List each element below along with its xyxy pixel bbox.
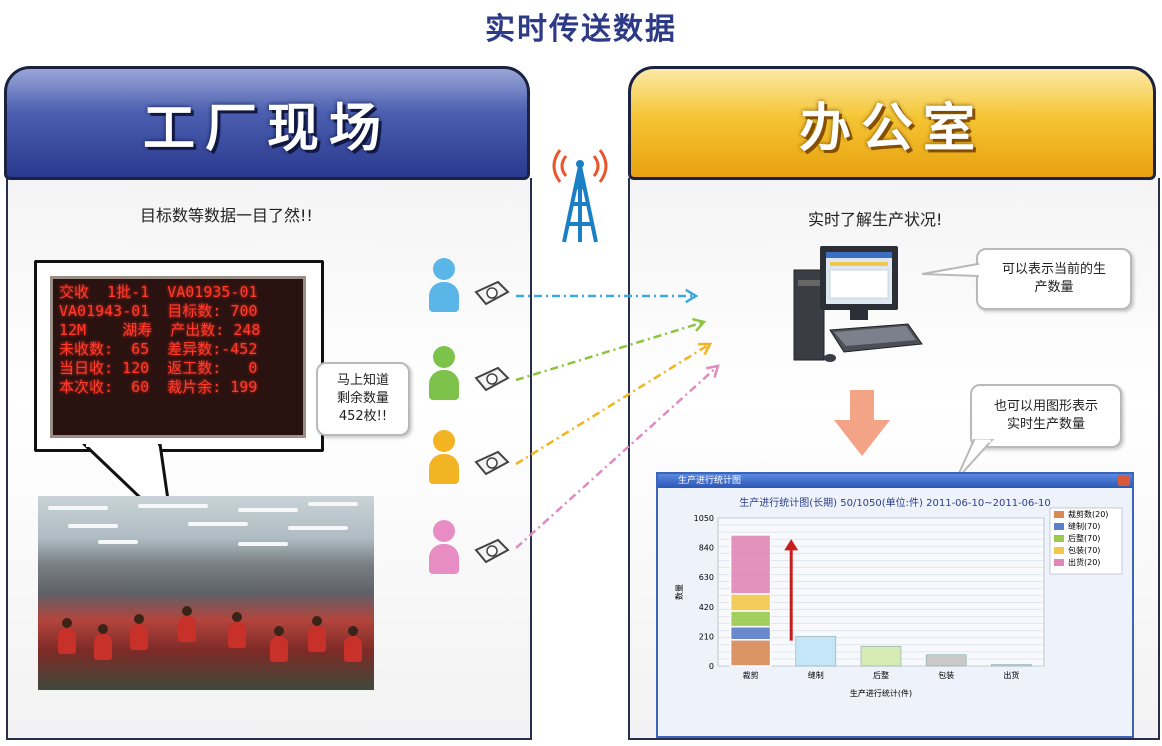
y-tick-label: 630 — [699, 573, 714, 582]
led-line: 本次收: 60 裁片余: 199 — [59, 378, 258, 396]
down-arrow-icon — [834, 390, 890, 456]
y-tick-label: 210 — [699, 632, 714, 641]
antenna-tower-icon — [552, 149, 608, 243]
x-axis-label: 生产进行统计(件) — [850, 688, 912, 698]
computer-icon — [793, 246, 923, 362]
office-caption: 实时了解生产状况! — [808, 210, 943, 229]
y-tick-label: 840 — [699, 544, 714, 553]
current-count-bubble: 可以表示当前的生 产数量 — [976, 248, 1132, 310]
legend-swatch — [1054, 511, 1064, 518]
led-line: VA01943-01 目标数: 700 — [59, 302, 258, 320]
bar — [925, 654, 967, 667]
bar-segment — [729, 593, 772, 612]
bar — [860, 645, 902, 667]
worker-icon-blue — [422, 258, 512, 318]
bubble-tail — [955, 439, 995, 481]
legend-label: 裁剪数(20) — [1068, 509, 1108, 519]
bar-segment — [729, 610, 772, 628]
bar-segment — [729, 534, 772, 595]
y-tick-label: 420 — [699, 603, 714, 612]
worker-icon-pink — [422, 520, 512, 580]
scanner-icon — [474, 366, 510, 392]
led-line: 当日收: 120 返工数: 0 — [59, 359, 258, 377]
arrow-head-icon — [705, 364, 720, 378]
legend-swatch — [1054, 535, 1064, 542]
legend-label: 缝制(70) — [1068, 521, 1100, 531]
arrow-head-icon — [784, 539, 799, 551]
bar-segment — [729, 625, 772, 641]
led-display-board: 交收 1批-1 VA01935-01 VA01943-01 目标数: 700 1… — [50, 276, 306, 438]
y-tick-label: 1050 — [694, 514, 714, 523]
plot-area — [717, 517, 1045, 667]
factory-caption: 目标数等数据一目了然!! — [140, 206, 313, 225]
x-tick-label: 出货 — [1003, 670, 1019, 680]
legend-label: 后整(70) — [1068, 533, 1100, 543]
office-header: 办公室 — [628, 66, 1156, 180]
y-axis-label: 数量 — [674, 584, 684, 600]
legend-label: 包装(70) — [1068, 545, 1100, 555]
x-tick-label: 后整 — [873, 670, 889, 680]
bar — [795, 636, 837, 667]
bubble-tail — [921, 262, 980, 278]
led-line: 交收 1批-1 VA01935-01 — [59, 283, 258, 301]
legend-swatch — [1054, 559, 1064, 566]
data-flow-arrow — [515, 320, 705, 382]
x-tick-label: 裁剪 — [743, 670, 759, 680]
led-line: 12M 湖寿 产出数: 248 — [59, 321, 261, 339]
bar-segment — [729, 639, 772, 667]
worker-icon-yellow — [422, 430, 512, 490]
factory-floor-photo — [38, 496, 374, 690]
legend-swatch — [1054, 547, 1064, 554]
legend-label: 出货(20) — [1068, 557, 1100, 567]
arrow-head-icon — [697, 342, 713, 356]
scanner-icon — [474, 280, 510, 306]
legend-swatch — [1054, 523, 1064, 530]
y-tick-label: 0 — [709, 662, 714, 671]
close-icon[interactable] — [1118, 475, 1130, 486]
data-flow-arrow — [515, 342, 711, 466]
chart-title: 生产进行统计图(长期) 50/1050(单位:件) 2011-06-10~201… — [739, 498, 1051, 509]
graph-count-bubble: 也可以用图形表示 实时生产数量 — [970, 384, 1122, 448]
page-title: 实时传送数据 — [485, 12, 677, 47]
x-tick-label: 缝制 — [808, 670, 824, 680]
production-chart-window: 生产进行统计图 生产进行统计图(长期) 50/1050(单位:件) 2011-0… — [656, 472, 1134, 738]
bar — [991, 664, 1032, 667]
worker-icon-green — [422, 346, 512, 406]
led-line: 未收数: 65 差异数:-452 — [59, 340, 258, 358]
x-tick-label: 包装 — [938, 670, 954, 680]
scanner-icon — [474, 538, 510, 564]
scanner-icon — [474, 450, 510, 476]
factory-header: 工厂现场 — [4, 66, 530, 180]
chart-window-title: 生产进行统计图 — [658, 474, 1132, 488]
arrow-head-icon — [692, 317, 707, 332]
remaining-count-bubble: 马上知道 剩余数量 452枚!! — [316, 362, 410, 436]
arrow-head-icon — [685, 288, 699, 304]
